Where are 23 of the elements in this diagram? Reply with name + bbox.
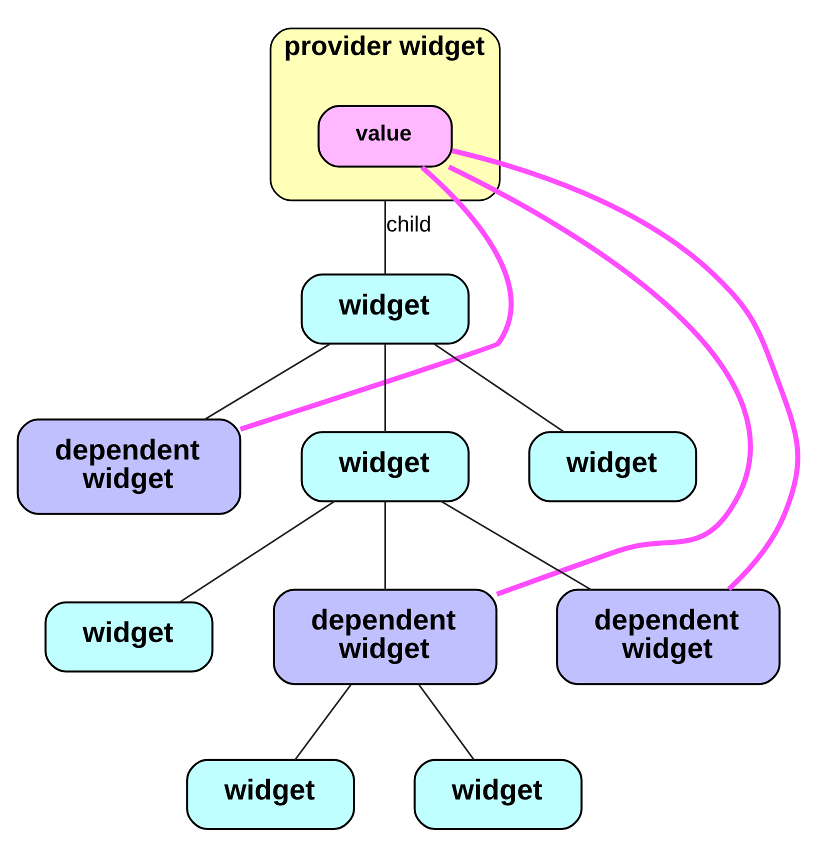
connector [433,343,564,433]
node-box: widget [413,758,582,830]
edge-label: child [386,211,431,236]
node-box: value [317,104,452,168]
node-box: dependent widget [272,588,497,686]
connector [447,164,752,597]
node-box: widget [44,601,213,672]
connector [294,684,351,760]
connector [440,500,591,590]
node-box: widget [300,274,470,345]
node-box: widget [186,758,354,830]
connector [418,684,474,760]
node-box: widget [300,431,470,502]
connector [178,500,335,604]
node-box: dependent widget [16,418,241,515]
connector [384,501,386,590]
connector [239,165,513,432]
node-box: widget [528,431,697,502]
connector [384,344,386,432]
connector [451,148,800,592]
node-box: dependent widget [556,588,780,686]
connector [204,343,330,420]
connector [384,200,386,274]
